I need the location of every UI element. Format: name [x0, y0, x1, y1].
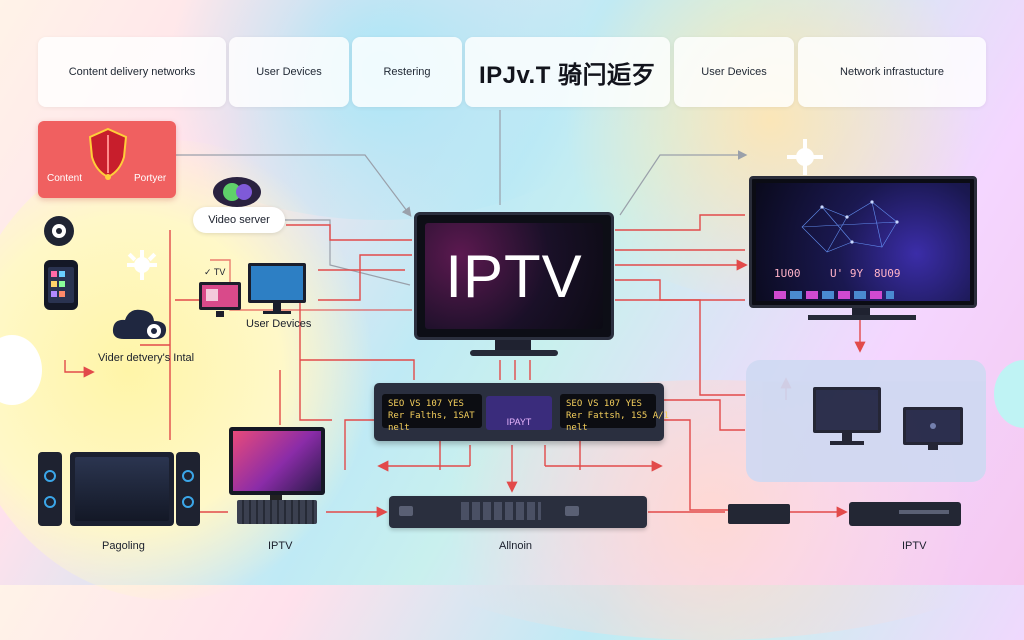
main-tv-stand: [495, 340, 531, 350]
set-top-box-display-left: SEO VS 107 YES Rer Falths, 1SAT nelt: [382, 394, 482, 433]
user-devices-label: User Devices: [246, 318, 312, 330]
cdn-card-left-text: Content: [47, 173, 83, 184]
speaker-ring: [182, 496, 194, 508]
small-set-top-box: [728, 504, 790, 524]
top-box-title: IPJv.T 骑闩逅歹: [465, 37, 670, 107]
top-box-cdn: Content delivery networks: [38, 37, 226, 107]
lcd-line: Rer Fattsh, 1S5 A/1: [566, 411, 669, 421]
gear-icon: [44, 216, 74, 246]
router-port: [399, 506, 413, 516]
right-tv-screen: [756, 183, 970, 301]
media-monitor-screen: [75, 457, 169, 521]
lcd-line: SEO VS 107 YES: [566, 399, 642, 409]
main-tv-text: IPTV: [445, 242, 583, 310]
right-tv-thumbnails: [774, 291, 894, 299]
lcd-line: nelt: [388, 423, 410, 433]
desktop-icon: [813, 387, 881, 445]
diagram-title: IPJv.T 骑闩逅歹: [478, 61, 657, 89]
monitor-icon: [248, 263, 306, 314]
desktop-pc: [229, 427, 325, 495]
keyboard-icon: [237, 500, 317, 524]
main-tv: IPTV: [414, 212, 614, 340]
top-box-label: User Devices: [701, 66, 767, 78]
device-panel: [746, 360, 986, 482]
desktop-pc-stand: [270, 495, 282, 501]
bottom-label-router: Allnoin: [499, 540, 533, 552]
lcd-line: SEO VS 107 YES: [388, 399, 464, 409]
top-box-label: Network infrastucture: [840, 66, 944, 78]
smartphone-icon: [44, 260, 78, 310]
set-top-box-vent: [899, 510, 949, 514]
shield-icon: [88, 127, 128, 180]
cloud-label: Vider detvery's Intal: [98, 352, 195, 364]
small-tv-icon: [903, 407, 963, 450]
video-server-label: Video server: [193, 207, 285, 233]
speaker-right: [176, 452, 200, 526]
right-tv-stat-1: 1U00: [774, 267, 801, 280]
globe-network-icon: [801, 200, 899, 253]
speaker-left: [38, 452, 62, 526]
speaker-ring: [182, 470, 194, 482]
cdn-card-right-text: Portyer: [134, 173, 167, 184]
bottom-label-right: IPTV: [902, 540, 927, 552]
top-box-label: User Devices: [256, 66, 322, 78]
top-box-user-devices-2: User Devices: [674, 37, 794, 107]
router-port: [565, 506, 579, 516]
top-box-label: Restering: [383, 66, 431, 78]
video-server-icon: [213, 177, 261, 207]
top-box-network: Network infrastucture: [798, 37, 986, 107]
cdn-card: Content Portyer: [38, 121, 176, 198]
desktop-pc-screen: [233, 431, 321, 491]
speaker-ring: [44, 496, 56, 508]
media-monitor: [70, 452, 174, 526]
bottom-label-pc: IPTV: [268, 540, 293, 552]
right-tv: 1U00 U' 9Y 8U09: [749, 176, 977, 308]
sun-gear-icon: [127, 250, 157, 280]
tv-icon: [199, 282, 241, 317]
lcd-mid-text: IPAYT: [506, 417, 532, 427]
right-tv-stat-3: 8U09: [874, 267, 901, 280]
router: [389, 496, 647, 528]
lcd-line: Rer Falths, 1SAT: [388, 411, 475, 421]
speaker-ring: [44, 470, 56, 482]
lcd-line: nelt: [566, 423, 588, 433]
router-ports: [461, 502, 541, 520]
main-tv-screen: IPTV: [425, 223, 603, 329]
bottom-label-left: Pagoling: [102, 540, 145, 552]
right-tv-base: [808, 315, 916, 320]
top-box-label: Content delivery networks: [68, 66, 196, 78]
sparkle-icon: [787, 139, 823, 175]
right-tv-stand: [852, 308, 870, 316]
tv-check-label: ✓ TV: [204, 267, 226, 277]
top-box-restering: Restering: [352, 37, 462, 107]
main-tv-base: [470, 350, 558, 356]
set-top-box: SEO VS 107 YES Rer Falths, 1SAT nelt IPA…: [374, 383, 669, 441]
right-set-top-box: [849, 502, 961, 526]
right-tv-stat-2: U' 9Y: [830, 267, 864, 280]
top-box-user-devices: User Devices: [229, 37, 349, 107]
cloud-icon: [112, 309, 167, 339]
set-top-box-display-right: SEO VS 107 YES Rer Fattsh, 1S5 A/1 nelt: [560, 394, 669, 433]
set-top-box-display-mid: IPAYT: [486, 396, 552, 430]
video-server-text: Video server: [208, 214, 270, 226]
